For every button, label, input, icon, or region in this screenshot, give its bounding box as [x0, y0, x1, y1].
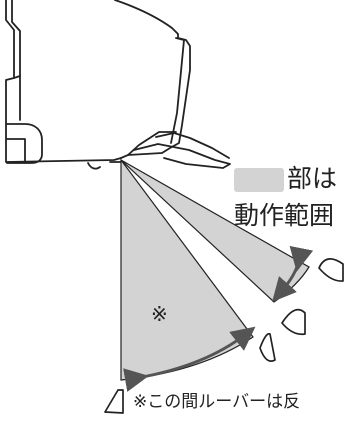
louver-icon-vertical: [104, 389, 124, 414]
louver-range-sectors: [120, 158, 310, 381]
lower-range-arrow: [123, 326, 256, 392]
upper-range-arrow: [272, 245, 314, 302]
louver-position-icons: [104, 258, 344, 414]
lower-louver-range: [120, 158, 254, 381]
legend-label-operating-range: 動作範囲: [234, 201, 335, 230]
air-conditioner-unit: [5, 0, 231, 170]
footnote-text: ※この間ルーバーは反: [133, 392, 301, 412]
legend-label-part: 部は: [287, 164, 338, 193]
range-asterisk: ※: [151, 302, 168, 326]
range-arrows: [123, 245, 314, 392]
louver-icon-diagonal-lower: [259, 332, 276, 362]
louver-icon-diagonal-upper: [281, 308, 306, 336]
legend-swatch: [234, 168, 284, 192]
louver-icon-horizontal: [318, 258, 344, 282]
